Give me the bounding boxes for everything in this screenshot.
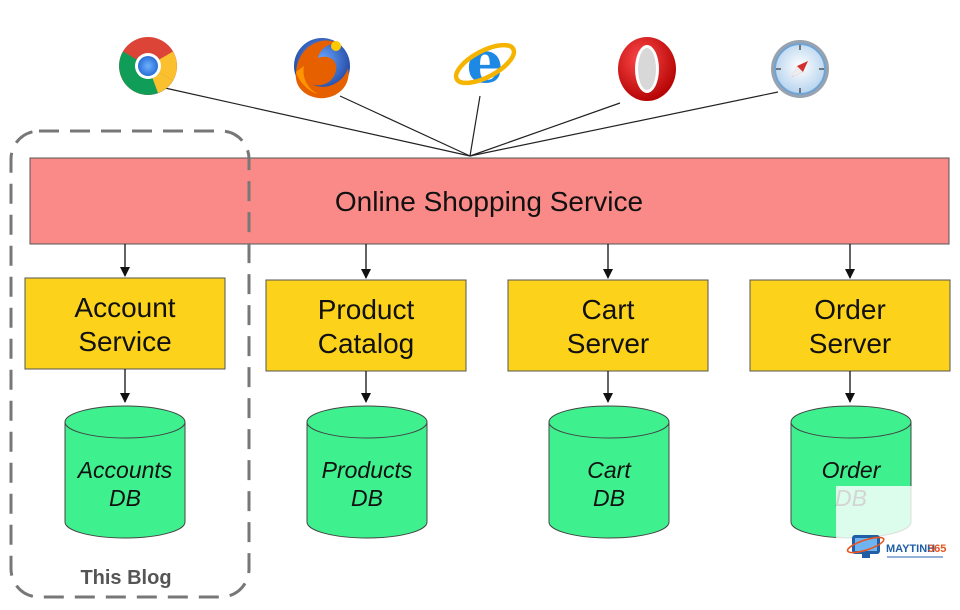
online-shopping-service: Online Shopping Service: [29, 157, 950, 245]
watermark: MAYTINH 365: [836, 486, 960, 606]
opera-browser-icon: [618, 37, 676, 101]
chrome-browser-icon: [119, 37, 177, 95]
service-order: Order Server: [749, 279, 951, 372]
watermark-brand-number: 365: [928, 543, 946, 555]
monitor-logo-icon: [846, 535, 885, 558]
service-label-line1: Product: [318, 294, 415, 325]
database-top: [790, 405, 912, 439]
database-label-line1: Accounts: [76, 457, 173, 483]
database-label-line2: DB: [109, 485, 141, 511]
database-cylinder: [306, 422, 428, 539]
service-product: Product Catalog: [265, 279, 467, 372]
database-label-line2: DB: [593, 485, 625, 511]
highlight-label: This Blog: [80, 567, 171, 589]
watermark-brand: MAYTINH: [886, 543, 935, 555]
database-accounts: Accounts DB: [64, 405, 186, 539]
connection-line: [469, 102, 621, 157]
database-top: [548, 405, 670, 439]
svg-text:e: e: [467, 28, 504, 96]
database-cylinder: [548, 422, 670, 539]
database-products: Products DB: [306, 405, 428, 539]
database-top: [64, 405, 186, 439]
this-blog-highlight: This Blog: [9, 129, 251, 599]
connection-line: [339, 95, 471, 157]
database-top: [306, 405, 428, 439]
database-label-line1: Cart: [587, 457, 632, 483]
main-service-box: [29, 157, 950, 245]
connection-line: [469, 91, 779, 157]
internet-explorer-browser-icon: e: [453, 28, 517, 96]
database-label-line2: DB: [351, 485, 383, 511]
service-box: [265, 279, 467, 372]
watermark-tagline-bar: [887, 556, 943, 558]
database-label-line1: Order: [822, 457, 882, 483]
service-label-line2: Server: [567, 328, 649, 359]
main-service-label: Online Shopping Service: [335, 186, 643, 217]
service-label-line1: Cart: [582, 294, 635, 325]
service-label-line2: Server: [809, 328, 891, 359]
service-arrows: [120, 244, 855, 279]
db-arrows: [120, 369, 855, 403]
service-label-line2: Catalog: [318, 328, 415, 359]
client-connections: [164, 87, 779, 157]
connection-line: [164, 87, 471, 157]
service-cart: Cart Server: [507, 279, 709, 372]
database-cart: Cart DB: [548, 405, 670, 539]
safari-browser-icon: [771, 40, 829, 98]
service-label-line2: Service: [78, 326, 171, 357]
firefox-browser-icon: [294, 38, 350, 99]
connection-line: [469, 95, 481, 157]
service-label-line1: Order: [814, 294, 886, 325]
database-label-line1: Products: [322, 457, 413, 483]
service-box: [507, 279, 709, 372]
service-label-line1: Account: [74, 292, 175, 323]
service-account: Account Service: [24, 277, 226, 370]
service-box: [24, 277, 226, 370]
database-cylinder: [64, 422, 186, 539]
